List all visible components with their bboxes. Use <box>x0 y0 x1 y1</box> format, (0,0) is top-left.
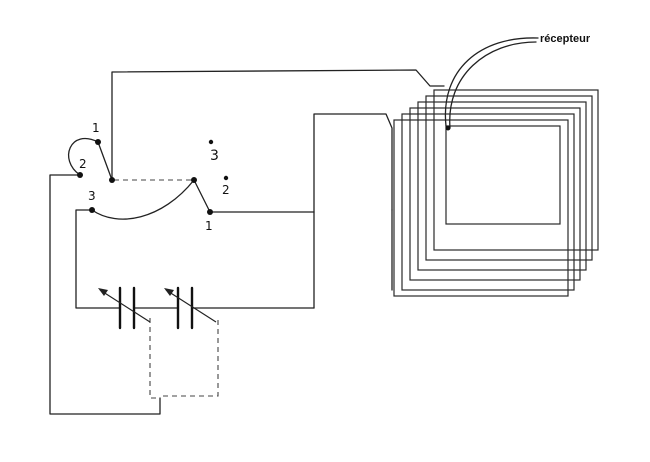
switch-left-pivot <box>109 177 115 183</box>
switch-right-label-2: 2 <box>222 183 230 197</box>
switch-left-contact-1 <box>95 139 101 145</box>
switch-left-contact-2 <box>77 172 83 178</box>
variable-capacitor-left <box>98 286 151 330</box>
switch-right-pivot <box>191 177 197 183</box>
wire-outer-left <box>49 174 161 415</box>
wire-capacitor-loop <box>75 209 121 309</box>
wire-curve-3 <box>91 179 195 220</box>
frame-antenna-coil <box>391 89 599 297</box>
switch-left-arc-1-2 <box>68 137 99 176</box>
switch-left-contact-3 <box>89 207 95 213</box>
coil-tap-dot <box>445 125 451 131</box>
switch-right-contact-2 <box>223 175 229 181</box>
switch-left-label-2: 2 <box>79 157 87 171</box>
dashed-gang-1 <box>149 318 160 399</box>
switch-right-label-1: 1 <box>205 219 213 233</box>
switch-right-label-3: 3 <box>210 148 219 164</box>
wire-top <box>111 69 445 181</box>
switch-right-contact-1 <box>207 209 213 215</box>
variable-capacitor-right <box>164 286 217 330</box>
switch-left-blade <box>97 141 113 181</box>
switch-right-blade <box>193 179 211 213</box>
switch-right-contact-3 <box>208 139 214 145</box>
wire-right-rail <box>313 113 393 309</box>
switch-left-label-3: 3 <box>88 189 96 203</box>
receiver-cable <box>444 37 539 127</box>
receiver-cable-2 <box>449 41 537 129</box>
switch-left-label-1: 1 <box>92 121 100 135</box>
receiver-label: récepteur <box>540 33 591 45</box>
dashed-gang-2 <box>160 320 219 397</box>
